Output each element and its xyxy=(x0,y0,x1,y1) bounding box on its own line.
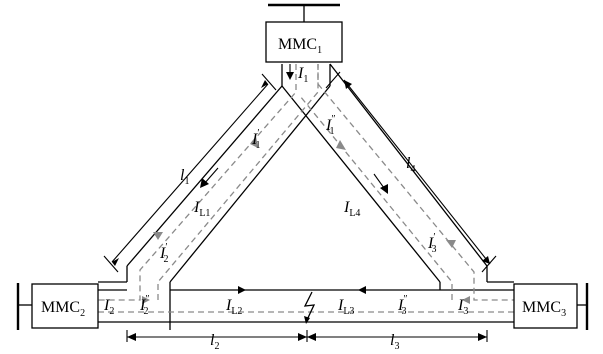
mmc3-subscript: 3 xyxy=(561,308,566,319)
fault-arrowhead xyxy=(304,316,310,324)
arrow-i1-head xyxy=(286,72,294,80)
arrow-il4-head xyxy=(380,184,388,194)
line-l4-outer-edge xyxy=(329,63,488,267)
svg-text:MMC2: MMC2 xyxy=(41,299,85,319)
arrow-il3-head xyxy=(358,286,366,294)
line-l1-inner-edge xyxy=(169,85,331,283)
arrowhead-i3-prime xyxy=(446,240,456,248)
arrowhead-i1-doubleprime xyxy=(336,140,346,150)
label-il1: IL1 xyxy=(193,199,210,219)
label-il4: IL4 xyxy=(343,199,360,219)
arrowhead-i2-doubleprime xyxy=(142,296,150,304)
svg-text:MMC1: MMC1 xyxy=(278,36,322,56)
dimension-l1 xyxy=(103,73,277,273)
arrow-il1-line xyxy=(203,167,219,185)
label-i2: I2 xyxy=(103,297,114,317)
label-i2-prime: I′2 xyxy=(159,242,169,265)
line-l4-inner-edge xyxy=(281,85,441,283)
arrowhead-i1-prime xyxy=(250,136,258,148)
label-l1: l1 xyxy=(180,167,189,187)
arrowhead-i3-doubleprime xyxy=(462,296,470,304)
arrow-il2-head xyxy=(238,286,246,294)
current-path-right-arm-inner xyxy=(299,95,453,300)
arrow-il1-head xyxy=(200,178,209,188)
label-l4: l4 xyxy=(406,155,415,175)
dimension-l3 xyxy=(307,330,488,342)
mmc1-name: MMC xyxy=(278,36,317,53)
mmc3-block: MMC3 xyxy=(513,283,578,329)
line-l1-outer-edge xyxy=(126,85,283,267)
label-l2: l2 xyxy=(210,332,219,352)
dimension-l4 xyxy=(325,71,497,273)
svg-text:MMC3: MMC3 xyxy=(522,299,566,319)
label-i2-doubleprime: I″2 xyxy=(139,294,150,317)
fault-symbol xyxy=(303,291,316,323)
arrow-il4-line xyxy=(373,173,385,189)
label-i3: I3 xyxy=(457,297,468,317)
mmc3-name: MMC xyxy=(522,299,561,316)
label-i3-prime: I′3 xyxy=(427,232,437,255)
label-i1-prime: I′1 xyxy=(251,128,261,151)
mmc2-block: MMC2 xyxy=(31,283,99,329)
mmc2-name: MMC xyxy=(41,299,80,316)
label-i1: I1 xyxy=(297,65,308,85)
label-i1-doubleprime: I″1 xyxy=(325,114,336,137)
label-il2: IL2 xyxy=(225,297,242,317)
current-path-right-arm xyxy=(317,64,514,301)
dimension-l2 xyxy=(126,330,307,342)
label-il3: IL3 xyxy=(337,297,354,317)
arrowhead-i2-prime xyxy=(153,232,163,240)
label-l3: l3 xyxy=(390,332,399,352)
mmc1-subscript: 1 xyxy=(317,45,322,56)
current-path-left-arm xyxy=(98,64,297,301)
mmc1-block: MMC1 xyxy=(265,21,343,63)
mmc2-subscript: 2 xyxy=(80,308,85,319)
label-i3-doubleprime: I″3 xyxy=(397,294,408,317)
